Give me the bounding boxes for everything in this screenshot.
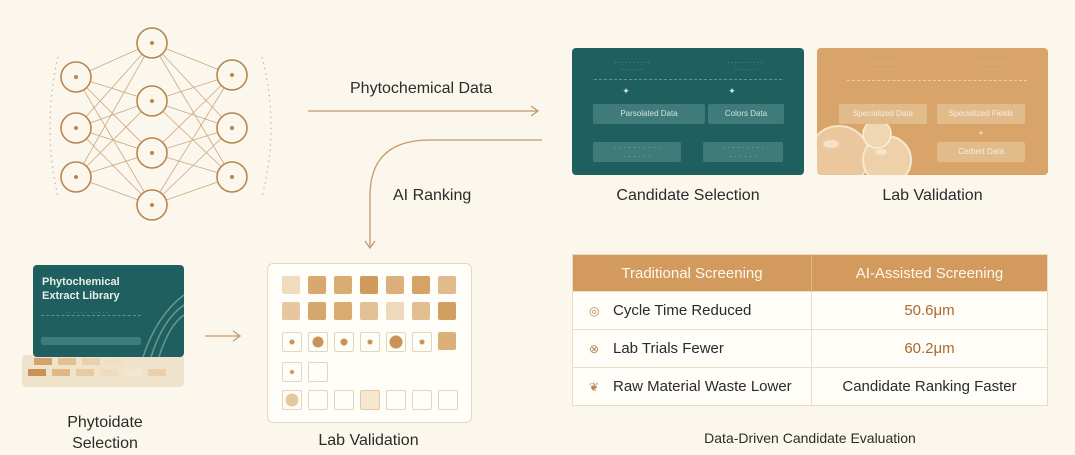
plus-icon: + xyxy=(978,128,984,138)
plate-cell xyxy=(360,332,380,352)
metric-label: Raw Material Waste Lower xyxy=(613,378,792,395)
library-title-line1: Phytochemical xyxy=(42,276,120,288)
swatch xyxy=(106,358,124,365)
plate-cell xyxy=(386,302,404,320)
metric-value: 60.2μm xyxy=(811,329,1048,368)
library-swatches xyxy=(28,357,178,379)
phytoidate-line2: Selection xyxy=(72,435,138,452)
plate-cell xyxy=(334,302,352,320)
swatch xyxy=(148,369,166,376)
plate-cell xyxy=(334,332,354,352)
panel-box-parsolated: Parsolated Data xyxy=(593,104,705,124)
swatch xyxy=(52,369,70,376)
plate-cell xyxy=(308,362,328,382)
plate-cell xyxy=(360,302,378,320)
phytochemical-data-label: Phytochemical Data xyxy=(350,80,493,97)
well-plate xyxy=(267,263,472,423)
plate-cell xyxy=(438,390,458,410)
comparison-header-row: Traditional Screening AI-Assisted Screen… xyxy=(572,254,1048,292)
swatch xyxy=(58,358,76,365)
phytoidate-line1: Phytoidate xyxy=(67,414,143,431)
panel-divider xyxy=(847,80,1027,81)
plate-cell xyxy=(282,362,302,382)
header-traditional: Traditional Screening xyxy=(572,254,812,292)
plate-cell xyxy=(386,276,404,294)
plate-cell xyxy=(334,276,352,294)
metric-value: Candidate Ranking Faster xyxy=(811,367,1048,406)
plate-cell xyxy=(412,332,432,352)
swatch xyxy=(82,358,100,365)
header-ai-assisted: AI-Assisted Screening xyxy=(811,254,1048,292)
metric-cell: ❦ Raw Material Waste Lower xyxy=(572,367,812,406)
table-row: ⊗ Lab Trials Fewer 60.2μm xyxy=(572,329,1048,368)
neural-network-diagram xyxy=(49,27,272,221)
plate-cell xyxy=(308,276,326,294)
plate-cell xyxy=(438,332,456,350)
swatch xyxy=(100,369,118,376)
plate-cell xyxy=(308,332,328,352)
ai-ranking-label: AI Ranking xyxy=(393,187,472,204)
plate-cell xyxy=(334,390,354,410)
table-row: ◎ Cycle Time Reduced 50.6μm xyxy=(572,291,1048,330)
plate-cell xyxy=(412,390,432,410)
plus-icon: ✦ xyxy=(622,86,630,96)
metric-cell: ◎ Cycle Time Reduced xyxy=(572,291,812,330)
panel-box-decor: · · · · · · · · · ·· · · · · · xyxy=(593,142,681,162)
swatch xyxy=(124,369,142,376)
swatch xyxy=(28,369,46,376)
plate-cell xyxy=(282,276,300,294)
leaf-icon: ❦ xyxy=(589,380,600,394)
library-divider xyxy=(41,315,141,316)
panel-decor-text: · · · · · · · ·· · · · · · xyxy=(978,60,1006,74)
phytoidate-selection-label: Phytoidate Selection xyxy=(40,412,170,454)
lab-validation-panel: · · · · · · · ·· · · · · · · · · · · · ·… xyxy=(817,48,1048,175)
plate-cell xyxy=(360,390,380,410)
plate-cell xyxy=(412,276,430,294)
library-chip-row xyxy=(41,337,141,345)
panel-box-cerbert-data: Cerbert Data xyxy=(937,142,1025,162)
wave-pattern xyxy=(142,294,184,357)
panel-divider xyxy=(594,79,782,80)
plate-cell xyxy=(282,302,300,320)
table-row: ❦ Raw Material Waste Lower Candidate Rank… xyxy=(572,367,1048,406)
swatch xyxy=(76,369,94,376)
candidate-selection-label: Candidate Selection xyxy=(616,187,760,204)
metric-value: 50.6μm xyxy=(811,291,1048,330)
evaluation-caption: Data-Driven Candidate Evaluation xyxy=(704,430,916,446)
comparison-table: Traditional Screening AI-Assisted Screen… xyxy=(572,254,1048,406)
droplets-image xyxy=(817,119,912,175)
panel-decor-text: · · · · · · · · · ·· · · · · · xyxy=(727,60,763,74)
library-decor-text: · · · · · · · · · · · xyxy=(66,310,108,316)
plate-cell xyxy=(386,390,406,410)
panel-box-specialized-data: Specialized Data xyxy=(839,104,927,124)
plate-cell xyxy=(386,332,406,352)
library-card: Phytochemical Extract Library · · · · · … xyxy=(33,265,184,357)
plate-cell xyxy=(308,390,328,410)
swatch xyxy=(34,358,52,365)
plus-icon: ✦ xyxy=(728,86,736,96)
metric-cell: ⊗ Lab Trials Fewer xyxy=(572,329,812,368)
metric-label: Lab Trials Fewer xyxy=(613,340,724,357)
library-card-title: Phytochemical Extract Library xyxy=(42,275,120,304)
panel-box-colors: Colors Data xyxy=(708,104,784,124)
clock-icon: ◎ xyxy=(589,304,600,318)
panel-box-specialized-fields: Specialized Fields xyxy=(937,104,1025,124)
candidate-selection-panel: · · · · · · · · · ·· · · · · · · · · · ·… xyxy=(572,48,804,175)
plate-cell xyxy=(282,390,302,410)
plate-cell xyxy=(412,302,430,320)
panel-box-decor: · · · · · · · · ·· · · · · · xyxy=(703,142,783,162)
panel-decor-text: · · · · · · · · · ·· · · · · · xyxy=(614,60,650,74)
flask-icon: ⊗ xyxy=(589,342,600,356)
plate-cell xyxy=(438,276,456,294)
panel-decor-text: · · · · · · · ·· · · · · · xyxy=(871,60,899,74)
lab-validation-bottom-label: Lab Validation xyxy=(318,432,419,449)
plate-cell xyxy=(308,302,326,320)
library-title-line2: Extract Library xyxy=(42,290,120,303)
plate-cell xyxy=(282,332,302,352)
plate-cell xyxy=(438,302,456,320)
metric-label: Cycle Time Reduced xyxy=(613,302,752,319)
lab-validation-top-label: Lab Validation xyxy=(882,187,983,204)
plate-cell xyxy=(360,276,378,294)
